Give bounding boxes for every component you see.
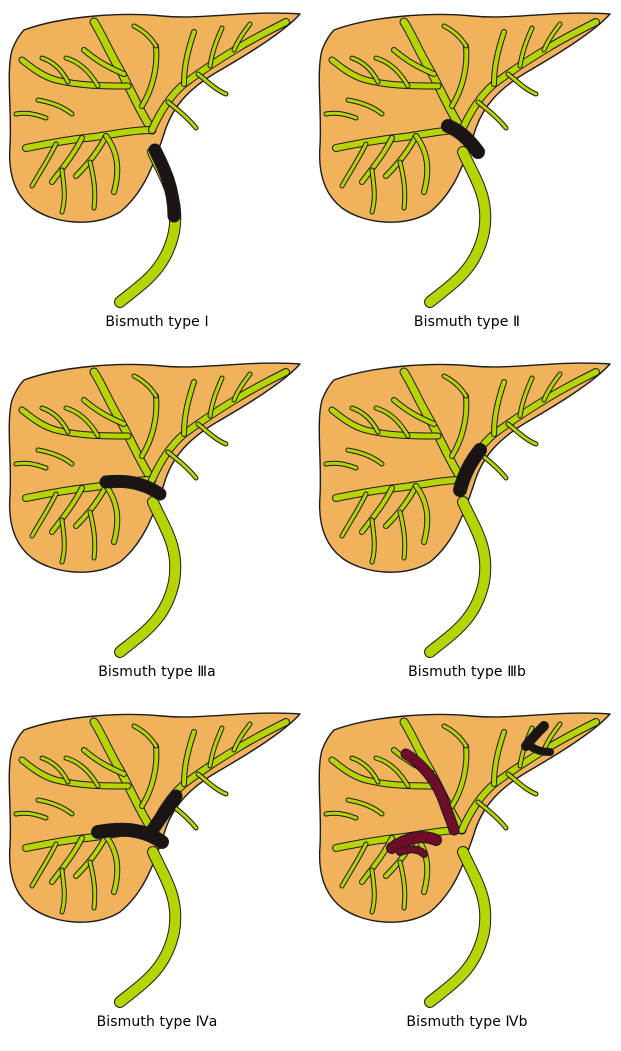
bile-duct-branch bbox=[198, 424, 226, 444]
panel-type-4a: Bismuth type Ⅳa bbox=[2, 702, 312, 1051]
liver-diagram-type-1 bbox=[2, 2, 312, 312]
panel-type-4b: Bismuth type Ⅳb bbox=[312, 702, 621, 1051]
liver-diagram-type-4b bbox=[312, 702, 621, 1012]
bile-duct-branch bbox=[198, 74, 226, 94]
panel-type-2: Bismuth type Ⅱ bbox=[312, 2, 621, 351]
caption-type-2: Bismuth type Ⅱ bbox=[312, 314, 621, 330]
caption-type-1: Bismuth type Ⅰ bbox=[2, 314, 312, 330]
bile-duct-branch bbox=[508, 74, 536, 94]
bile-duct-branch bbox=[198, 774, 226, 794]
panel-type-3b: Bismuth type Ⅲb bbox=[312, 352, 621, 701]
obstruction bbox=[155, 150, 174, 216]
panel-type-1: Bismuth type Ⅰ bbox=[2, 2, 312, 351]
caption-type-3a: Bismuth type Ⅲa bbox=[2, 664, 312, 680]
caption-type-4a: Bismuth type Ⅳa bbox=[2, 1014, 312, 1030]
caption-type-3b: Bismuth type Ⅲb bbox=[312, 664, 621, 680]
liver-diagram-type-3b bbox=[312, 352, 621, 662]
liver-diagram-type-2 bbox=[312, 2, 621, 312]
panel-type-3a: Bismuth type Ⅲa bbox=[2, 352, 312, 701]
liver-diagram-type-4a bbox=[2, 702, 312, 1012]
caption-type-4b: Bismuth type Ⅳb bbox=[312, 1014, 621, 1030]
bile-duct-branch bbox=[508, 774, 536, 794]
bile-duct-branch bbox=[508, 424, 536, 444]
liver-diagram-type-3a bbox=[2, 352, 312, 662]
